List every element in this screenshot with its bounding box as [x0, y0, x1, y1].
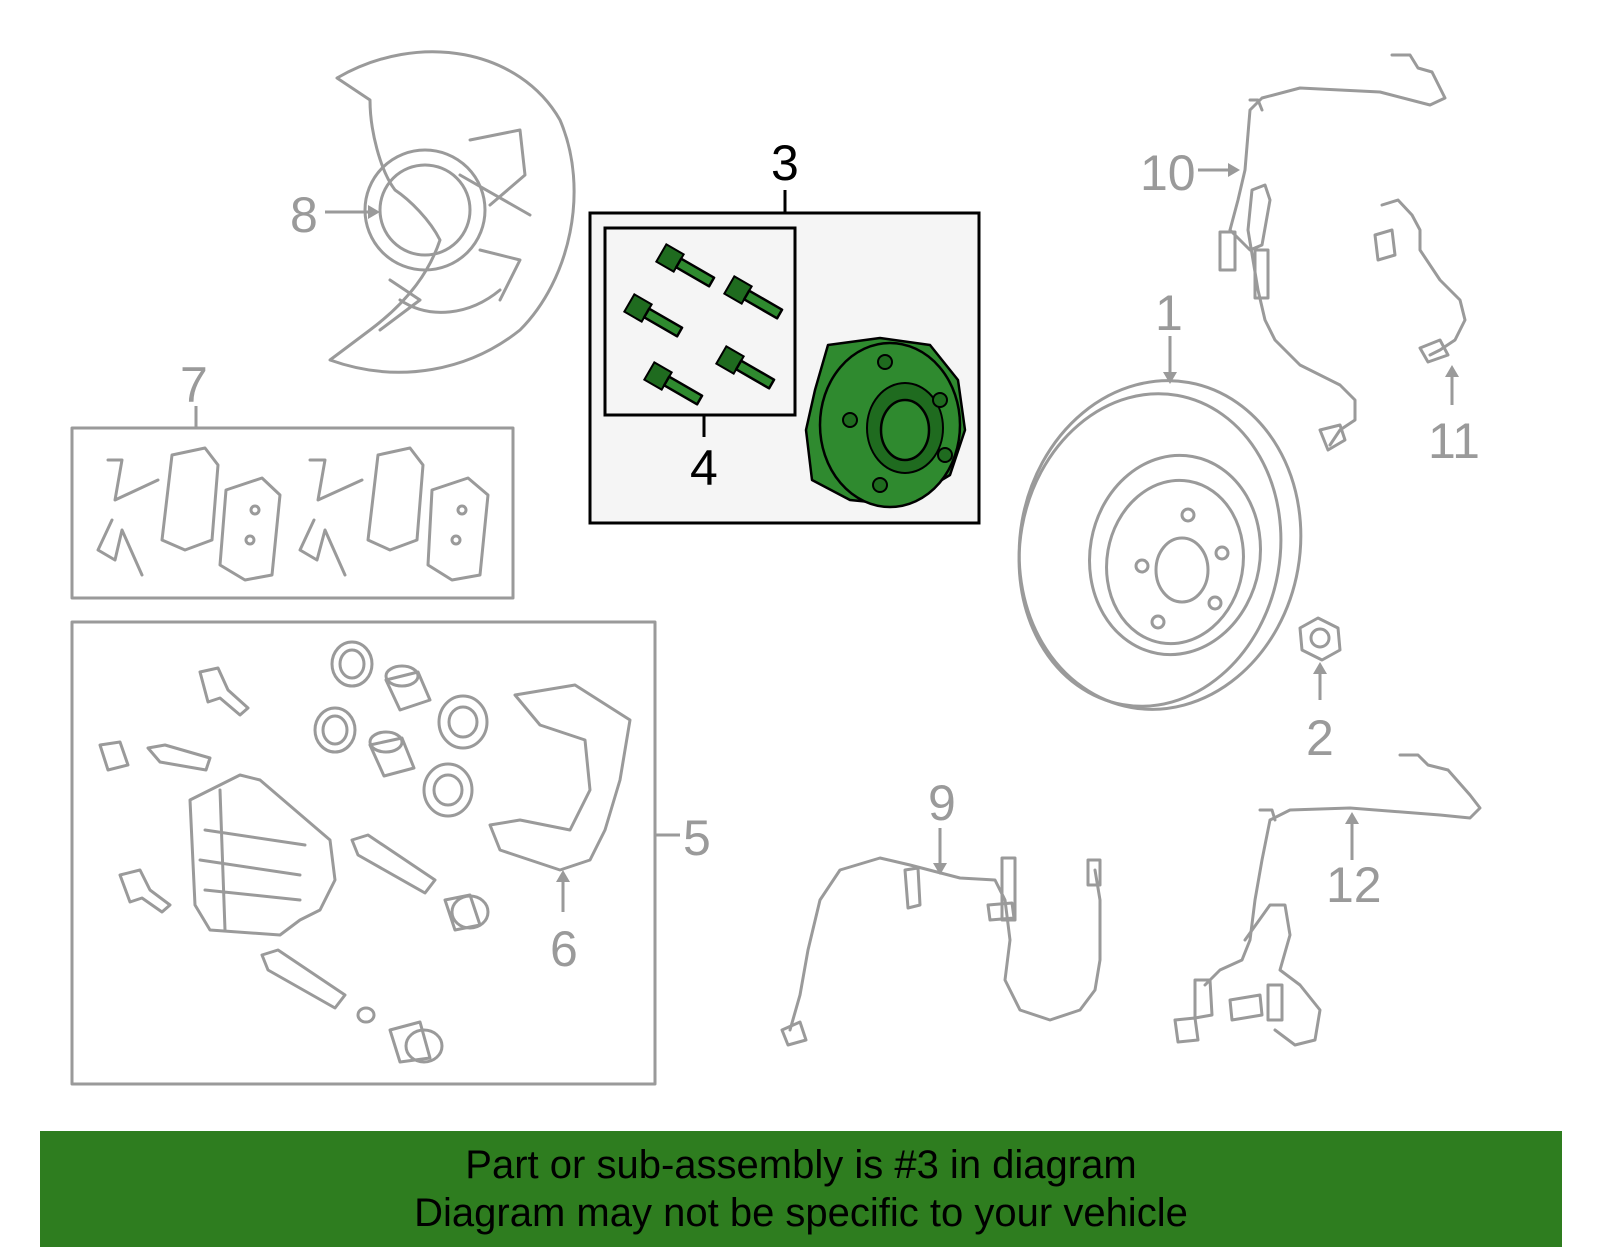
callout-2-arrow	[1313, 662, 1327, 674]
callout-11: 11	[1428, 413, 1480, 469]
pad-kit-box[interactable]	[70, 426, 515, 600]
callout-3: 3	[771, 135, 799, 191]
callout-9: 9	[928, 775, 956, 831]
brake-rotor-part[interactable]	[993, 358, 1326, 732]
callout-1: 1	[1155, 285, 1183, 341]
banner-line-1: Part or sub-assembly is #3 in diagram	[465, 1143, 1137, 1187]
sensor-harness-12-part[interactable]	[1173, 753, 1482, 1047]
speed-sensor-11-part[interactable]	[1373, 198, 1467, 364]
callout-4: 4	[690, 440, 718, 496]
pad-kit-parts	[96, 446, 490, 582]
callout-8-arrow	[368, 205, 380, 219]
callout-1-arrow	[1163, 372, 1177, 384]
callout-9-arrow	[933, 863, 947, 875]
callout-5: 5	[683, 810, 711, 866]
hub-bolts	[622, 242, 784, 406]
hub-nut-part[interactable]	[1298, 616, 1342, 662]
callout-6-arrow	[556, 870, 570, 882]
callout-10-arrow	[1228, 163, 1240, 177]
brake-hose-9-part[interactable]	[780, 856, 1102, 1047]
sensor-harness-10-part[interactable]	[1218, 53, 1447, 452]
callout-2: 2	[1306, 710, 1334, 766]
caliper-assembly-box[interactable]	[70, 620, 657, 1086]
callout-12: 12	[1326, 857, 1382, 913]
banner-line-2: Diagram may not be specific to your vehi…	[414, 1191, 1188, 1235]
callout-12-arrow	[1345, 812, 1359, 824]
callout-7: 7	[180, 357, 208, 413]
callout-11-arrow	[1445, 365, 1459, 377]
dust-shield-part[interactable]	[328, 50, 576, 374]
info-banner: Part or sub-assembly is #3 in diagram Di…	[40, 1131, 1562, 1247]
callout-10: 10	[1140, 145, 1196, 201]
hub-bearing-part[interactable]	[804, 336, 967, 509]
callout-8: 8	[290, 187, 318, 243]
caliper-parts	[98, 640, 632, 1064]
callout-6: 6	[550, 921, 578, 977]
